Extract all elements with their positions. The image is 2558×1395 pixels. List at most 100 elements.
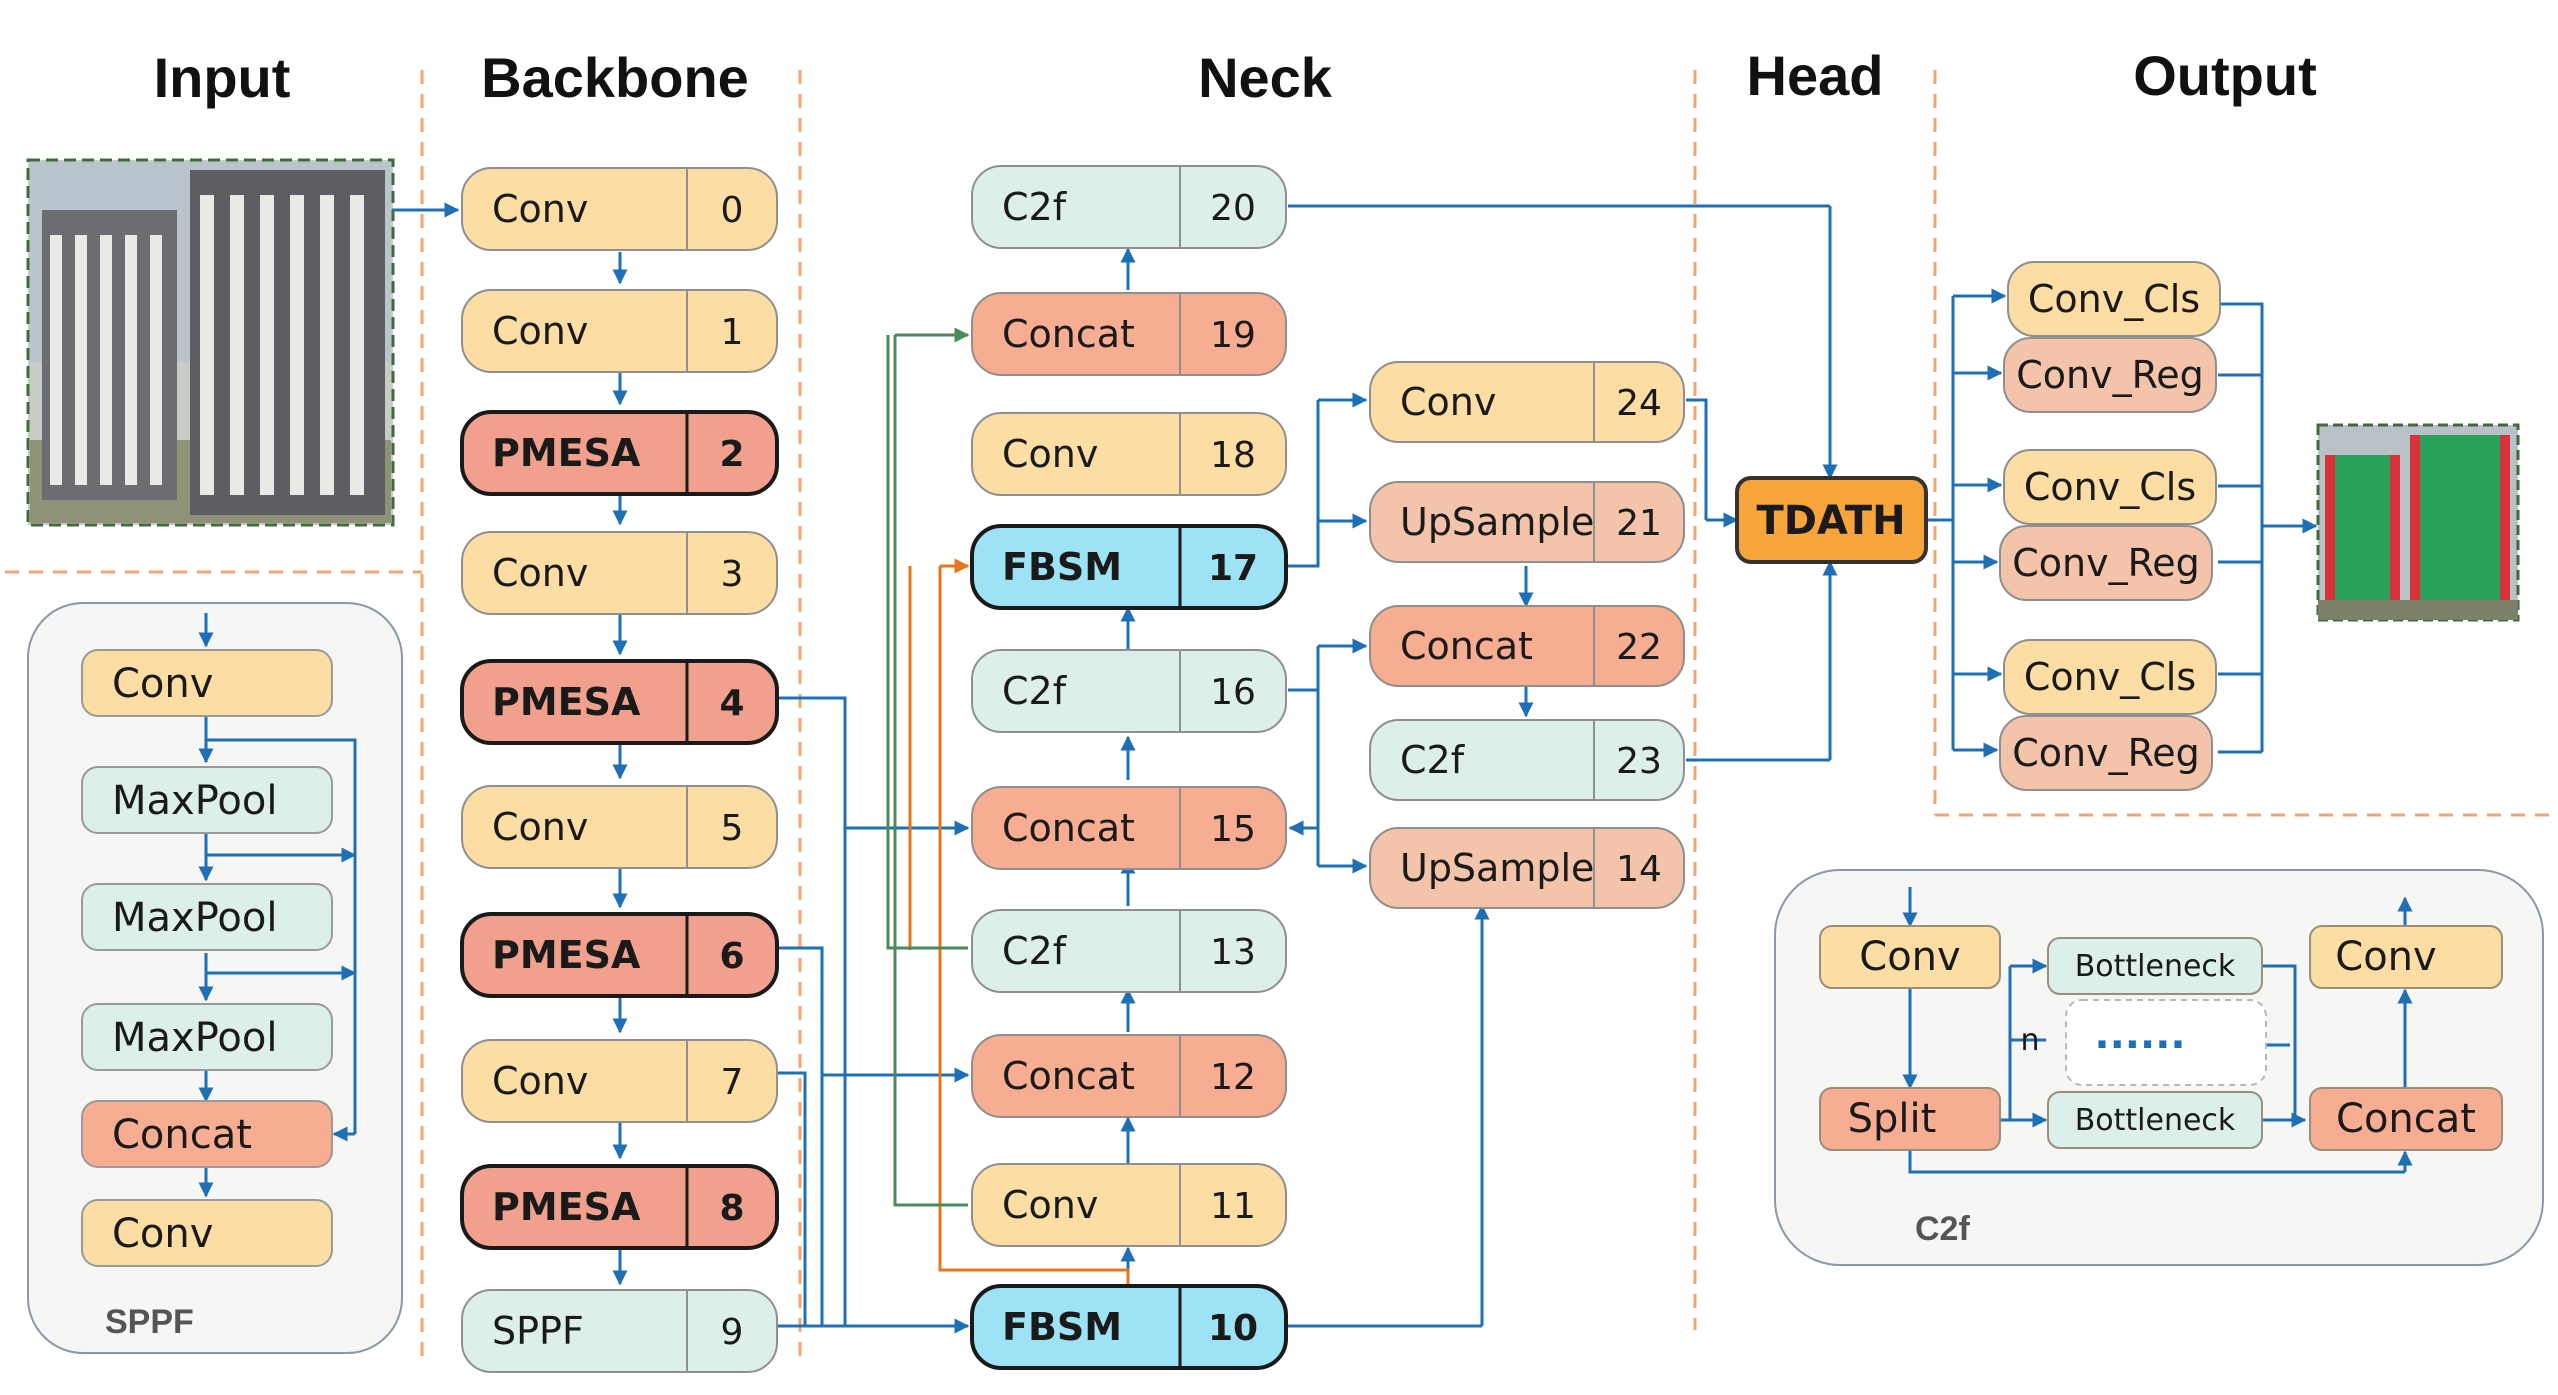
- block-conv-reg: Conv_Reg: [1999, 715, 2213, 791]
- block-concat-12: Concat 12: [971, 1034, 1287, 1118]
- block-label: PMESA: [492, 933, 641, 977]
- output-image: [2316, 423, 2520, 622]
- c2f-panel: C2f Conv Split Bottleneck n ......: [1774, 869, 2544, 1266]
- sppf-block-conv: Conv: [81, 649, 333, 717]
- block-label: Conv: [492, 805, 588, 849]
- block-number: 8: [719, 1188, 744, 1229]
- section-dividers: [5, 70, 2550, 1365]
- block-number: 7: [721, 1062, 744, 1103]
- sppf-block-concat: Concat: [81, 1100, 333, 1168]
- block-label: Concat: [1002, 1054, 1135, 1098]
- block-label: Conv: [492, 309, 588, 353]
- block-number: 4: [719, 683, 744, 724]
- block-label: PMESA: [492, 431, 641, 475]
- block-label: Conv: [492, 551, 588, 595]
- c2f-concat-label: Concat: [2336, 1096, 2476, 1142]
- block-number: 13: [1210, 932, 1256, 973]
- output-column: Conv_ClsConv_RegConv_ClsConv_RegConv_Cls…: [1999, 261, 2221, 791]
- tdath-label: TDATH: [1756, 498, 1905, 544]
- input-image: [26, 158, 395, 527]
- block-number: 24: [1616, 383, 1662, 424]
- block-number: 6: [719, 936, 744, 977]
- block-label: Conv_Reg: [2012, 541, 2200, 585]
- sppf-block-maxpool: MaxPool: [81, 766, 333, 834]
- block-label: C2f: [1400, 738, 1466, 782]
- c2f-bottleneck-top-label: Bottleneck: [2075, 949, 2236, 984]
- c2f-split-label: Split: [1848, 1096, 1937, 1142]
- c2f-conv-out-label: Conv: [2335, 934, 2436, 980]
- sppf-block-label: Concat: [112, 1112, 252, 1158]
- block-conv-3: Conv 3: [461, 531, 778, 615]
- c2f-dots: ......: [2094, 1012, 2185, 1058]
- block-label: Concat: [1002, 806, 1135, 850]
- tdath-block: TDATH: [1735, 476, 1928, 564]
- block-number: 12: [1210, 1057, 1256, 1098]
- c2f-bottleneck-top: Bottleneck: [2047, 937, 2263, 995]
- c2f-concat: Concat: [2309, 1087, 2503, 1151]
- block-conv-18: Conv 18: [971, 412, 1287, 496]
- c2f-n-label: n: [2020, 1023, 2039, 1058]
- block-label: SPPF: [492, 1309, 584, 1353]
- sppf-block-maxpool: MaxPool: [81, 1003, 333, 1071]
- block-sppf-9: SPPF 9: [461, 1289, 778, 1373]
- block-number: 3: [721, 554, 744, 595]
- block-label: Conv: [492, 1059, 588, 1103]
- sppf-panel-caption: SPPF: [105, 1303, 194, 1341]
- block-pmesa-6: PMESA 6: [460, 912, 779, 998]
- c2f-conv-out: Conv: [2309, 925, 2503, 989]
- block-number: 11: [1210, 1186, 1256, 1227]
- block-label: Conv: [1002, 432, 1098, 476]
- heading-output: Output: [2133, 44, 2316, 107]
- block-conv-1: Conv 1: [461, 289, 778, 373]
- sppf-block-conv: Conv: [81, 1199, 333, 1267]
- c2f-panel-caption: C2f: [1915, 1210, 1970, 1248]
- c2f-conv-in: Conv: [1819, 925, 2001, 989]
- c2f-split: Split: [1819, 1087, 2001, 1151]
- block-label: Conv_Cls: [2028, 277, 2200, 321]
- block-pmesa-8: PMESA 8: [460, 1164, 779, 1250]
- block-label: Conv_Reg: [2012, 731, 2200, 775]
- block-label: PMESA: [492, 1185, 641, 1229]
- block-number: 23: [1616, 741, 1662, 782]
- block-number: 14: [1616, 849, 1662, 890]
- sppf-block-label: MaxPool: [112, 1015, 277, 1061]
- sppf-block-label: MaxPool: [112, 778, 277, 824]
- block-conv-7: Conv 7: [461, 1039, 778, 1123]
- block-label: Conv: [1002, 1183, 1098, 1227]
- heading-backbone: Backbone: [481, 46, 749, 109]
- block-number: 18: [1210, 435, 1256, 476]
- block-conv-reg: Conv_Reg: [1999, 525, 2213, 601]
- sppf-block-label: MaxPool: [112, 895, 277, 941]
- block-conv-11: Conv 11: [971, 1163, 1287, 1247]
- block-label: Conv: [1400, 380, 1496, 424]
- connectors: [392, 202, 2318, 1334]
- block-conv-cls: Conv_Cls: [2003, 449, 2217, 525]
- block-number: 1: [721, 312, 744, 353]
- c2f-bottleneck-bottom-label: Bottleneck: [2075, 1103, 2236, 1138]
- c2f-bottleneck-bottom: Bottleneck: [2047, 1091, 2263, 1149]
- block-number: 0: [721, 190, 744, 231]
- block-number: 20: [1210, 188, 1256, 229]
- heading-input: Input: [154, 46, 291, 109]
- block-label: C2f: [1002, 669, 1068, 713]
- block-label: C2f: [1002, 185, 1068, 229]
- block-conv-cls: Conv_Cls: [2003, 639, 2217, 715]
- block-c2f-20: C2f 20: [971, 165, 1287, 249]
- block-conv-24: Conv 24: [1369, 361, 1685, 443]
- block-number: 21: [1616, 503, 1662, 544]
- block-number: 9: [721, 1312, 744, 1353]
- heading-head: Head: [1747, 44, 1884, 107]
